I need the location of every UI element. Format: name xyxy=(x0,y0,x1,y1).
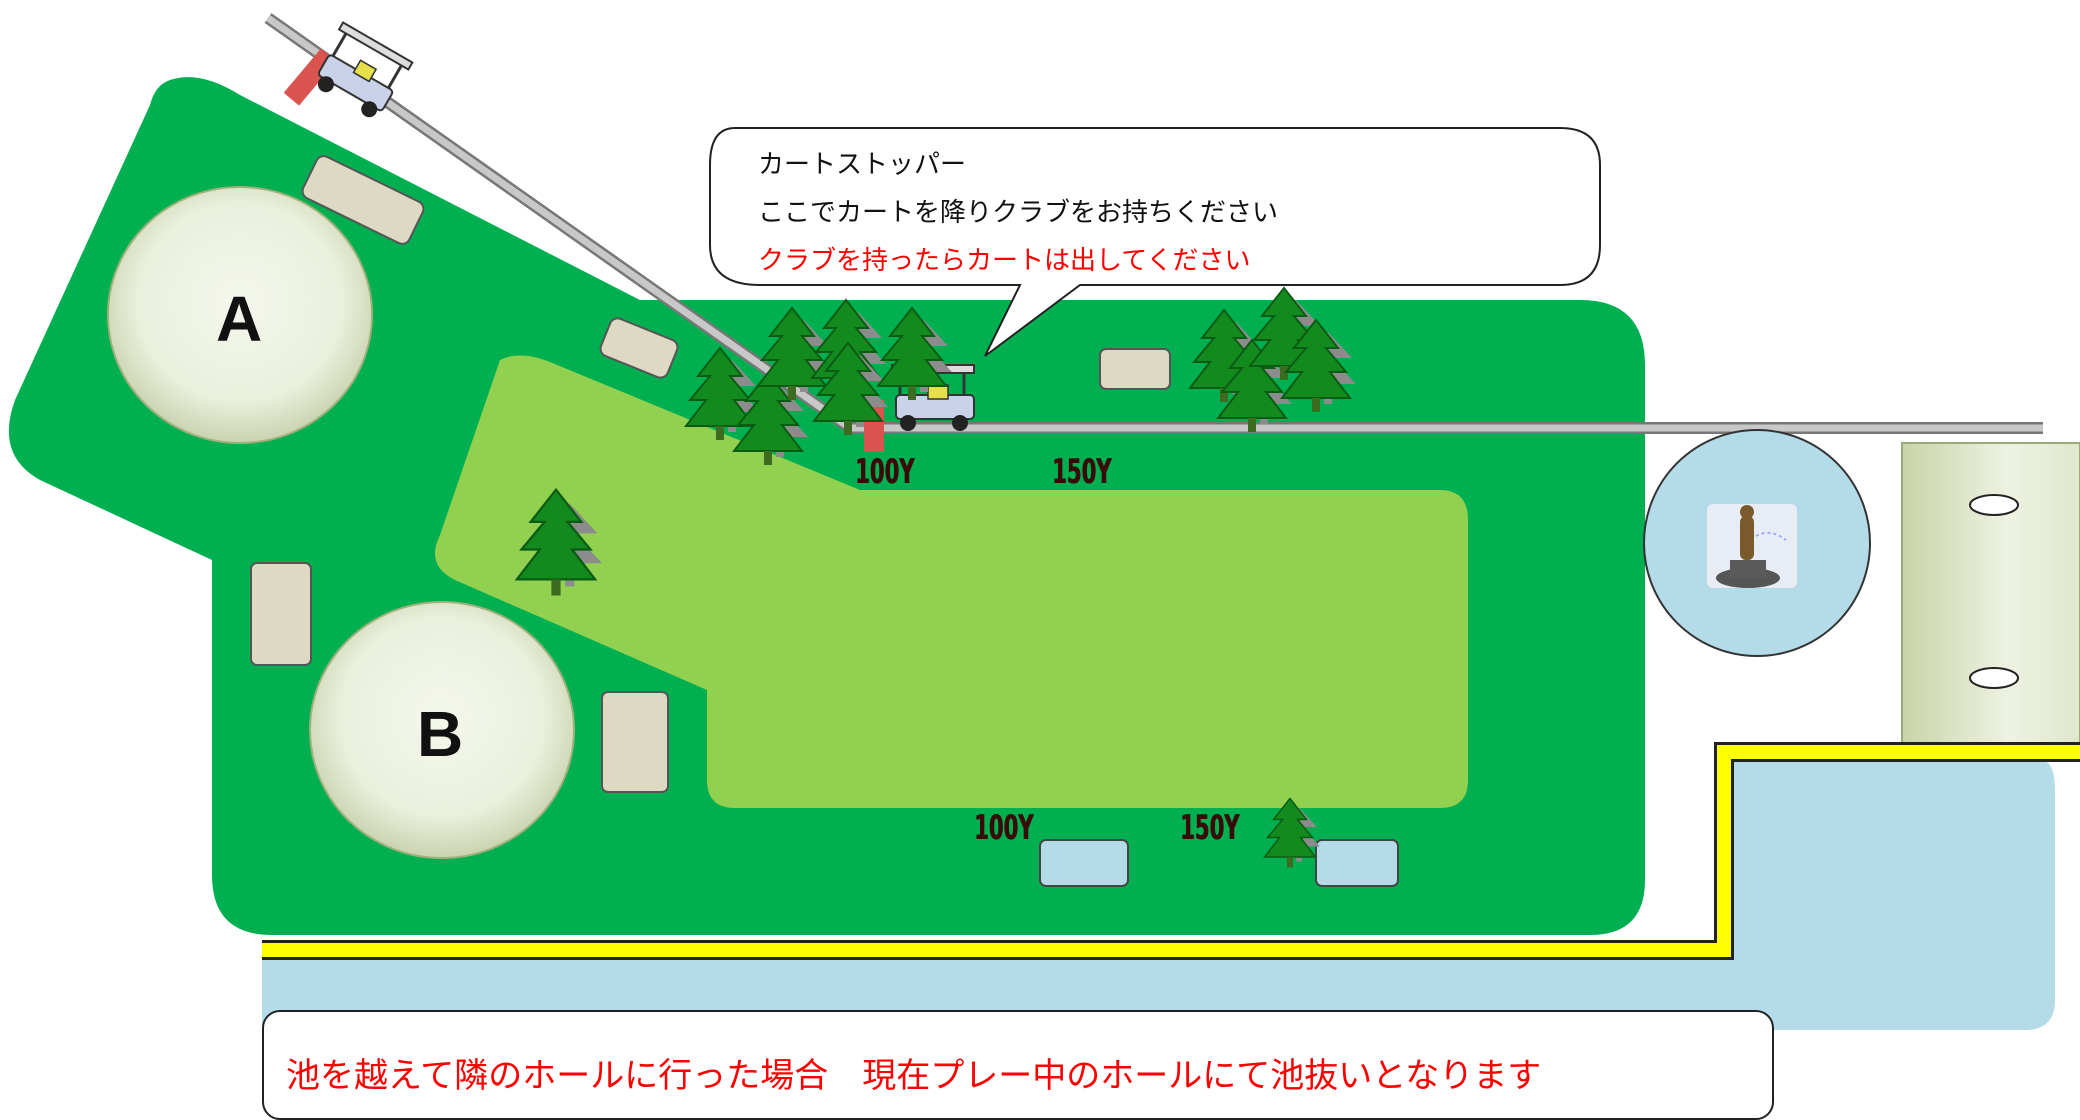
boundary-line xyxy=(262,745,2080,957)
golf-cart-icon xyxy=(317,21,414,118)
yardage-top-100: 100Y xyxy=(855,452,915,492)
green-b xyxy=(309,601,575,859)
fairway xyxy=(435,355,1468,808)
bunker xyxy=(250,562,312,666)
callout-title: カートストッパー xyxy=(758,150,967,180)
yardage-top-150: 150Y xyxy=(1052,452,1112,492)
green-a xyxy=(107,186,373,444)
water-hazard xyxy=(1315,839,1399,887)
bunker xyxy=(1099,348,1171,390)
tee-marker xyxy=(1969,494,2019,516)
bunker xyxy=(301,155,425,245)
yardage-bottom-150: 150Y xyxy=(1180,808,1240,848)
water-hazard xyxy=(1039,839,1129,887)
callout-bubble xyxy=(709,127,1601,357)
callout-warning: クラブを持ったらカートは出してください xyxy=(758,246,1251,276)
yardage-bottom-100: 100Y xyxy=(974,808,1034,848)
green-a-label: A xyxy=(216,283,263,355)
tee-box-area xyxy=(1901,442,2080,744)
tee-marker xyxy=(1969,667,2019,689)
bunker xyxy=(601,691,669,793)
callout-instruction: ここでカートを降りクラブをお持ちください xyxy=(758,198,1279,228)
pond-rule-text: 池を越えて隣のホールに行った場合 現在プレー中のホールにて池抜いとなります xyxy=(286,1056,1542,1096)
green-b-label: B xyxy=(417,698,464,770)
statue-icon xyxy=(1707,504,1797,588)
cart-stopper xyxy=(283,48,337,106)
bunker xyxy=(599,317,679,379)
pond-rule-note: 池を越えて隣のホールに行った場合 現在プレー中のホールにて池抜いとなります xyxy=(262,1010,1774,1120)
pond xyxy=(262,760,2055,1030)
